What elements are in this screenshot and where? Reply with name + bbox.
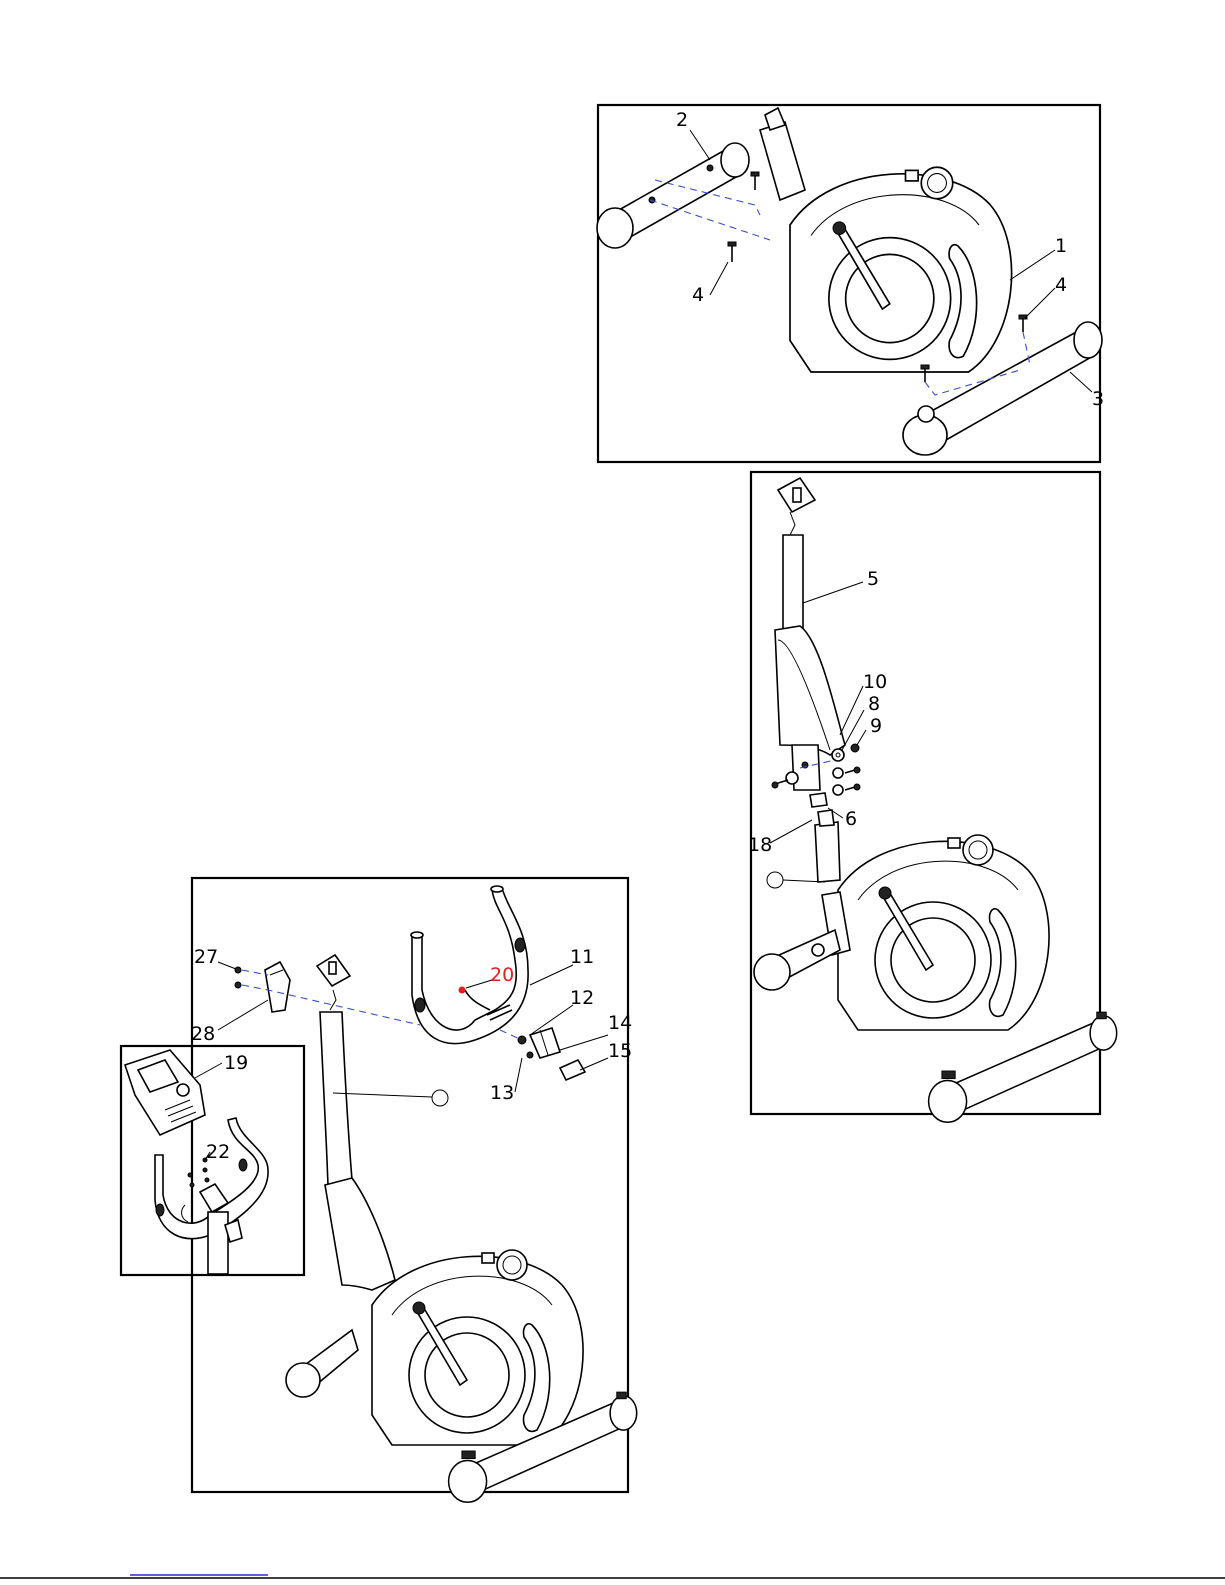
label-part-28: 28 bbox=[191, 1023, 215, 1045]
label-part-5: 5 bbox=[867, 568, 879, 590]
label-part-10: 10 bbox=[863, 671, 887, 693]
footer-rule bbox=[0, 1575, 1225, 1578]
label-part-20: 20 bbox=[490, 964, 514, 986]
label-part-3: 3 bbox=[1092, 388, 1104, 410]
label-part-13: 13 bbox=[490, 1082, 514, 1104]
label-part-22: 22 bbox=[206, 1141, 230, 1163]
panel-a-drawing bbox=[597, 108, 1102, 455]
label-part-9: 9 bbox=[870, 715, 882, 737]
label-part-4-left: 4 bbox=[692, 284, 704, 306]
label-part-11: 11 bbox=[570, 946, 594, 968]
label-part-2: 2 bbox=[676, 109, 688, 131]
label-part-8: 8 bbox=[868, 693, 880, 715]
panel-b-drawing bbox=[754, 478, 1117, 1122]
label-part-19: 19 bbox=[224, 1052, 248, 1074]
label-part-27: 27 bbox=[194, 946, 218, 968]
label-part-15: 15 bbox=[608, 1040, 632, 1062]
label-part-18: 18 bbox=[748, 834, 772, 856]
label-part-4-right: 4 bbox=[1055, 274, 1067, 296]
inset-drawing bbox=[125, 1050, 268, 1274]
label-part-12: 12 bbox=[570, 987, 594, 1009]
label-part-1: 1 bbox=[1055, 235, 1067, 257]
label-part-6: 6 bbox=[845, 808, 857, 830]
panel-c-drawing bbox=[218, 886, 637, 1502]
label-part-14: 14 bbox=[608, 1012, 632, 1034]
